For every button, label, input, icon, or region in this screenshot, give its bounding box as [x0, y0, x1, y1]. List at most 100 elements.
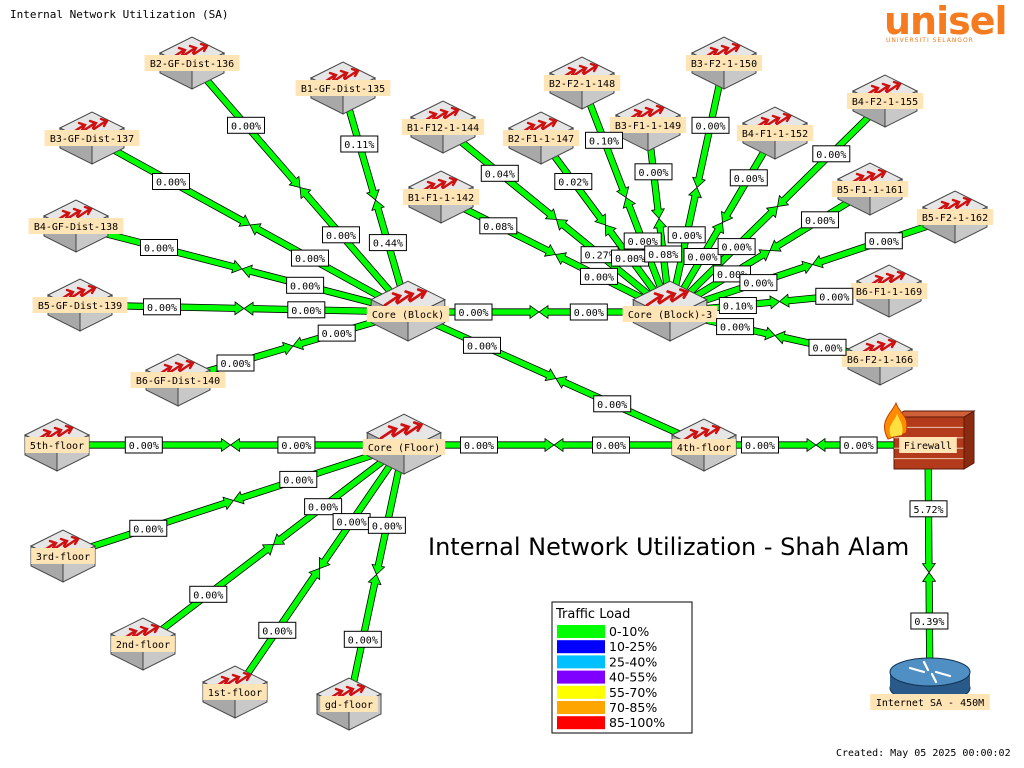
link-label-box: [129, 519, 168, 537]
link-label-box: [258, 621, 297, 639]
link-fifth-core_floor[interactable]: [56, 437, 405, 453]
link-label-box: [801, 211, 839, 229]
link-label-box: [216, 354, 255, 372]
legend-label: 70-85%: [609, 700, 657, 715]
node-label-text: B1-F12-1-144: [407, 123, 479, 134]
node-label: B1-F1-1-142: [402, 189, 480, 205]
node-label-bg: [32, 297, 128, 313]
node-internet[interactable]: Internet SA - 450M: [870, 657, 990, 710]
link-label-out: 0.11%: [340, 135, 379, 153]
link-label-box: [368, 234, 407, 252]
link-label-box: [554, 173, 593, 190]
link-label-text: 0.00%: [147, 303, 177, 314]
node-label-bg: [31, 548, 95, 564]
node-b5gf[interactable]: B5-GF-Dist-139: [32, 278, 128, 332]
node-label: B4-GF-Dist-138: [28, 218, 124, 234]
node-b6gf[interactable]: B6-GF-Dist-140: [130, 353, 226, 407]
node-b3gf[interactable]: B3-GF-Dist-137: [44, 111, 140, 165]
link-b5gf-core_block[interactable]: [79, 301, 409, 316]
node-b2gf[interactable]: B2-GF-Dist-136: [144, 36, 240, 90]
node-label-text: B6-F2-1-166: [847, 355, 913, 366]
node-label: B4-F2-1-155: [846, 93, 924, 109]
link-label-text: 0.00%: [615, 254, 645, 265]
node-label: B1-GF-Dist-135: [295, 80, 391, 96]
node-label-bg: [111, 636, 175, 652]
node-core_block[interactable]: Core (Block): [366, 280, 450, 342]
node-b4f1[interactable]: B4-F1-1-152: [736, 106, 814, 160]
node-label: B5-F2-1-162: [916, 209, 994, 225]
node-b4gf[interactable]: B4-GF-Dist-138: [28, 199, 124, 253]
node-firewall[interactable]: Firewall: [883, 401, 976, 470]
node-fifth[interactable]: 5th-floor: [23, 418, 91, 472]
link-label-text: 0.00%: [722, 243, 752, 254]
link-label-in: 0.00%: [592, 436, 630, 454]
legend-item: 0-10%: [557, 624, 649, 639]
link-label-text: 0.00%: [326, 231, 356, 242]
link-label-out: 0.02%: [554, 173, 593, 190]
node-core_floor[interactable]: Core (Floor): [362, 413, 446, 475]
link-third-core_floor[interactable]: [61, 441, 406, 560]
link-label-box: [580, 267, 618, 285]
node-label-text: B3-F1-1-149: [615, 121, 681, 132]
node-label-text: Core (Block)-3: [628, 310, 712, 321]
link-label-text: 0.00%: [220, 359, 250, 370]
node-label-text: B2-F1-1-147: [508, 134, 574, 145]
link-label-out: 0.00%: [741, 436, 779, 454]
node-label: Internet SA - 450M: [870, 694, 990, 710]
node-fourth[interactable]: 4th-floor: [670, 418, 738, 472]
node-label-bg: [916, 209, 994, 225]
link-label-box: [480, 164, 519, 182]
link-label-box: [367, 516, 406, 534]
node-b2f1[interactable]: B2-F1-1-147: [502, 111, 580, 165]
link-label-text: 0.00%: [745, 441, 775, 452]
node-b6f2[interactable]: B6-F2-1-166: [841, 332, 919, 386]
link-label-box: [741, 436, 779, 454]
link-label-text: 5.72%: [913, 505, 943, 516]
link-label-in: 0.44%: [368, 234, 407, 252]
node-b1f12[interactable]: B1-F12-1-144: [401, 100, 485, 154]
node-b1gf[interactable]: B1-GF-Dist-135: [295, 61, 391, 115]
node-b2f2[interactable]: B2-F2-1-148: [543, 56, 621, 110]
node-label-bg: [144, 55, 240, 71]
link-label-in: 0.00%: [569, 303, 608, 321]
node-label: B6-F2-1-166: [841, 351, 919, 367]
legend-label: 25-40%: [609, 654, 657, 669]
node-label-bg: [25, 437, 89, 453]
node-b5f1[interactable]: B5-F1-1-161: [831, 162, 909, 216]
link-label-text: 0.00%: [129, 441, 159, 452]
node-b6f1[interactable]: B6-F1-1-169: [850, 264, 928, 318]
node-label-bg: [609, 117, 687, 133]
node-b3f2[interactable]: B3-F2-1-150: [685, 36, 763, 90]
node-b3f1[interactable]: B3-F1-1-149: [609, 98, 687, 152]
node-label: 5th-floor: [25, 437, 89, 453]
link-label-text: 0.00%: [805, 216, 835, 227]
link-label-in: 0.00%: [367, 516, 406, 534]
logo-subtext: UNIVERSITI SELANGOR: [886, 37, 974, 44]
link-label-box: [124, 436, 163, 454]
node-gd[interactable]: gd-floor: [315, 677, 383, 731]
node-label-text: gd-floor: [325, 700, 373, 711]
node-b4f2[interactable]: B4-F2-1-155: [846, 74, 924, 128]
legend-item: 25-40%: [557, 654, 657, 669]
link-label-out: 0.00%: [140, 239, 178, 256]
node-core_block3[interactable]: Core (Block)-3: [622, 280, 718, 342]
node-first[interactable]: 1st-floor: [201, 665, 269, 719]
link-core_floor-fourth[interactable]: [403, 437, 705, 453]
node-b1f1[interactable]: B1-F1-1-142: [402, 170, 480, 224]
link-label-box: [304, 498, 343, 516]
link-label-out: 0.08%: [479, 217, 518, 235]
node-second[interactable]: 2nd-floor: [109, 617, 177, 671]
legend-title: Traffic Load: [555, 607, 630, 622]
node-label-text: B5-F1-1-161: [837, 185, 903, 196]
link-label-box: [143, 298, 181, 316]
node-b5f2[interactable]: B5-F2-1-162: [916, 190, 994, 244]
link-label-box: [317, 324, 356, 342]
unisel-logo: unisel UNIVERSITI SELANGOR: [884, 0, 1008, 44]
link-label-text: 0.04%: [485, 169, 515, 180]
link-b2gf-core_block[interactable]: [189, 60, 411, 315]
link-label-box: [343, 630, 382, 648]
link-label-out: 0.00%: [463, 336, 501, 354]
node-third[interactable]: 3rd-floor: [29, 529, 97, 583]
node-label-bg: [899, 437, 957, 453]
